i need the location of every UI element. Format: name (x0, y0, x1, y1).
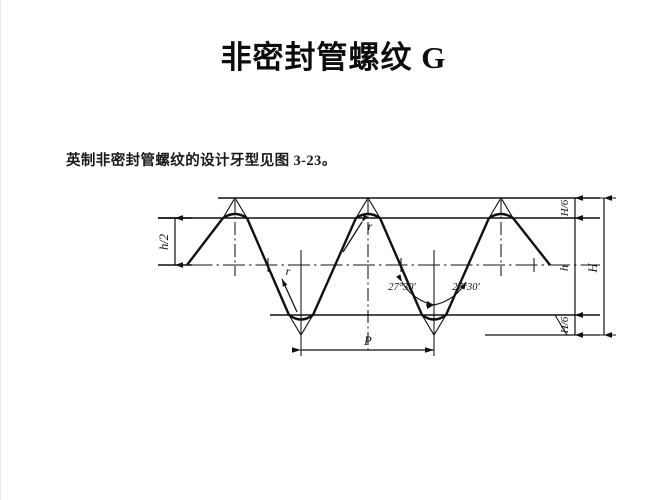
angle-annotations: 27°30′ 27°30′ (388, 274, 480, 309)
body-paragraph: 英制非密封管螺纹的设计牙型见图 3-23。 (66, 153, 337, 169)
angle-arc-right (426, 281, 467, 309)
label-crest-truncation: H/6 (559, 199, 571, 217)
page-title: 非密封管螺纹 G (220, 40, 447, 75)
label-angle-left: 27°30′ (388, 282, 416, 293)
figure-container: h/2 P 27°30′ 27°30′ r r (130, 178, 630, 363)
dimension-half-height: h/2 (157, 215, 192, 268)
label-half-height: h/2 (157, 234, 171, 250)
label-root-truncation: H/6 (559, 316, 571, 334)
slide-left-edge (0, 0, 1, 500)
label-fundamental-height: H (586, 263, 600, 274)
thread-profile-diagram: h/2 P 27°30′ 27°30′ r r (157, 195, 616, 356)
dimension-pitch: P (292, 334, 434, 353)
label-thread-height: h (557, 265, 571, 271)
label-angle-right: 27°30′ (452, 282, 480, 293)
label-radius-upper: r (368, 219, 373, 233)
radius-leader-lower (281, 278, 298, 313)
right-dimension-group (550, 195, 616, 338)
fundamental-triangle-lines (222, 196, 568, 337)
label-pitch: P (363, 334, 372, 348)
vertical-centerlines (234, 200, 535, 356)
label-radius-lower: r (286, 264, 291, 278)
radius-leaders (281, 214, 369, 313)
radius-leader-upper (342, 214, 369, 253)
